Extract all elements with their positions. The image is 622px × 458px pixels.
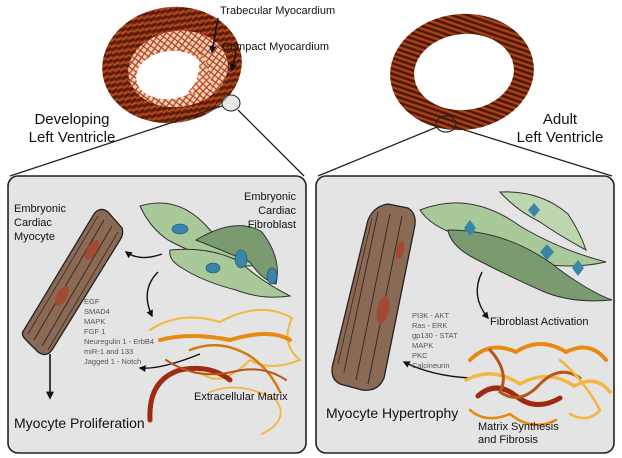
left-signal-3: FGF 1	[84, 327, 105, 336]
embryonic-fibroblast	[139, 202, 292, 298]
left-zoom-line-b	[237, 109, 305, 177]
developing-ventricle	[102, 6, 242, 124]
compact-label: Compact Myocardium	[222, 41, 329, 53]
left-signal-list: EGF SMAD4 MAPK FGF 1 Neuregulin 1 - ErbB…	[84, 297, 154, 366]
embryonic-myocyte-label-2: Cardiac	[14, 217, 52, 229]
developing-label-line2: Left Ventricle	[29, 129, 116, 146]
fibrosis-label-2: and Fibrosis	[478, 434, 538, 446]
fibrosis-label-1: Matrix Synthesis	[478, 421, 559, 433]
developing-label-line1: Developing	[34, 111, 109, 128]
adult-label-line1: Adult	[543, 111, 578, 128]
matrix-to-myocyte-arrow	[138, 353, 201, 373]
developing-zoom-region	[221, 94, 241, 112]
activated-fibroblast	[419, 191, 613, 302]
right-signal-3: MAPK	[412, 341, 433, 350]
right-zoom-line-a	[317, 126, 438, 177]
trabecular-label: Trabecular Myocardium	[220, 5, 335, 17]
left-signal-4: Neuregulin 1 - ErbB4	[84, 337, 154, 346]
left-signal-2: MAPK	[84, 317, 105, 326]
fibroblast-activation-label: Fibroblast Activation	[490, 316, 588, 328]
myocyte-hypertrophy-label: Myocyte Hypertrophy	[326, 405, 458, 421]
trabecular-pointer	[209, 17, 219, 54]
embryonic-fibroblast-label-3: Fibroblast	[248, 219, 296, 231]
left-signal-0: EGF	[84, 297, 100, 306]
embryonic-myocyte-label-3: Myocyte	[14, 231, 55, 243]
embryonic-fibroblast-label-1: Embryonic	[244, 191, 296, 203]
adult-ventricle	[390, 13, 534, 131]
left-signal-5: miR-1 and 133	[84, 347, 133, 356]
fibroblast-activation-arrow	[476, 271, 489, 320]
right-signal-2: gp130 - STAT	[412, 331, 458, 340]
embryonic-fibroblast-label-2: Cardiac	[258, 205, 296, 217]
right-signal-5: Calcineurin	[412, 361, 450, 370]
fibrosis-to-myocyte-arrow	[402, 361, 471, 379]
compact-pointer	[229, 51, 237, 72]
extracellular-matrix-fibers	[147, 308, 302, 435]
right-signal-list: PI3K - AKT Ras - ERK gp130 - STAT MAPK P…	[412, 311, 458, 370]
hypertrophic-myocyte	[331, 203, 416, 391]
right-signal-4: PKC	[412, 351, 428, 360]
fibroblast-to-myocyte-arrow	[124, 251, 163, 259]
fibroblast-to-matrix-arrow	[146, 271, 159, 318]
right-zoom-line-b	[454, 126, 613, 177]
fibrosis-fibers	[464, 342, 612, 427]
left-signal-1: SMAD4	[84, 307, 110, 316]
extracellular-matrix-label: Extracellular Matrix	[194, 391, 288, 403]
adult-label-line2: Left Ventricle	[517, 129, 604, 146]
myocyte-proliferation-label: Myocyte Proliferation	[14, 415, 145, 431]
right-signal-0: PI3K - AKT	[412, 311, 450, 320]
left-zoom-line-a	[9, 105, 223, 177]
adult-zoom-region	[435, 115, 457, 133]
right-signal-1: Ras - ERK	[412, 321, 447, 330]
embryonic-myocyte	[21, 208, 124, 356]
embryonic-myocyte-label-1: Embryonic	[14, 203, 66, 215]
left-signal-6: Jagged 1 - Notch	[84, 357, 141, 366]
